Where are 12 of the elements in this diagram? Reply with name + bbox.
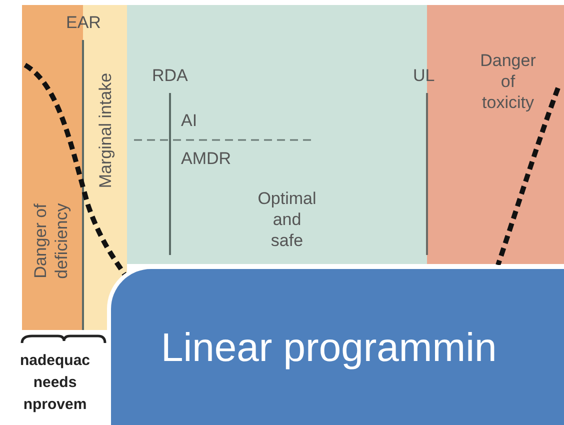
marker-label: RDA <box>152 65 188 86</box>
assessment-label: nadequac needs nprovem <box>18 351 92 415</box>
card-title: Linear programmin <box>161 325 497 372</box>
title-card <box>107 265 564 425</box>
marker-label: EAR <box>66 12 101 33</box>
band-label: Danger of deficiency <box>30 202 72 281</box>
marker-label: UL <box>413 65 435 86</box>
band-label: Optimal and safe <box>257 188 317 251</box>
band-label: Marginal intake <box>95 72 116 190</box>
marker-label: AMDR <box>181 148 232 169</box>
band-label: Danger of toxicity <box>479 50 537 113</box>
marker-label: AI <box>181 110 198 131</box>
